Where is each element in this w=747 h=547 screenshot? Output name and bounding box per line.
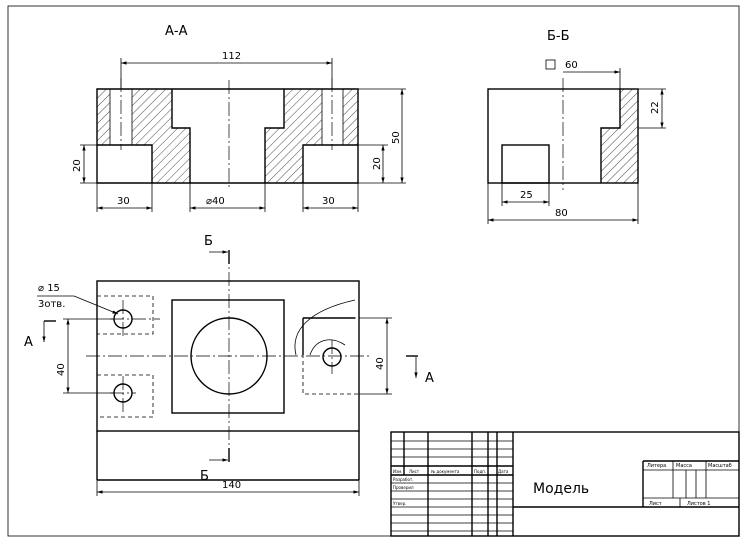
- dim-bb-height: 22: [650, 101, 661, 114]
- dim-bb-slot: 25: [520, 190, 533, 201]
- tb-litera: Литера: [647, 463, 666, 469]
- section-aa-view: А-А 112 50 20 20: [72, 24, 406, 212]
- dim-aa-height: 50: [391, 131, 402, 144]
- cut-mark-b-bottom: Б: [200, 469, 209, 484]
- square-symbol-icon: [545, 59, 556, 70]
- tb-title-name: Модель: [533, 481, 589, 497]
- section-aa-hatch-right: [265, 89, 358, 183]
- section-aa-hatch-left: [97, 89, 190, 183]
- dim-aa-left-width: 30: [117, 196, 130, 207]
- tb-col-izm: Изм.: [393, 469, 402, 474]
- title-block: Изм. Лист № документа Подп. Дата Разрабо…: [390, 431, 740, 537]
- tb-role-checked: Проверил: [393, 485, 414, 490]
- dim-bb-width: 80: [555, 208, 568, 219]
- plan-hole-count: 3отв.: [38, 299, 65, 310]
- tb-col-date: Дата: [498, 469, 509, 474]
- tb-scale: Масштаб: [708, 463, 732, 469]
- dim-aa-width: 112: [222, 51, 241, 62]
- cut-mark-a-left: А: [24, 335, 33, 350]
- dim-bb-square: 60: [565, 60, 578, 71]
- section-bb-label: Б-Б: [547, 29, 570, 44]
- section-bb-view: Б-Б 60 22 25 80: [487, 29, 666, 224]
- dim-aa-right-width: 30: [322, 196, 335, 207]
- dim-plan-left-40: 40: [56, 363, 67, 376]
- plan-view: ⌀ 15 3отв. 40 40 140 Б Б А А: [24, 234, 434, 496]
- section-bb-slot: [501, 144, 550, 184]
- tb-mass: Масса: [676, 463, 692, 469]
- dim-plan-length: 140: [222, 480, 241, 491]
- tb-role-developed: Разработ.: [393, 477, 414, 482]
- section-aa-label: А-А: [165, 24, 188, 39]
- dim-plan-right-40: 40: [375, 357, 386, 370]
- tb-col-list: Лист: [409, 469, 420, 474]
- plan-hole-diameter: ⌀ 15: [38, 283, 60, 294]
- dim-aa-right-step: 20: [372, 157, 383, 170]
- section-bb-hatch: [601, 89, 638, 183]
- tb-col-sign: Подп.: [474, 469, 486, 474]
- tb-sheet: Лист: [649, 501, 662, 507]
- tb-role-approved: Утвер.: [393, 501, 406, 506]
- cut-mark-a-right: А: [425, 371, 434, 386]
- dim-aa-bore: ⌀40: [206, 196, 225, 207]
- plan-boss-square: [171, 299, 285, 414]
- tb-col-doc: № документа: [431, 469, 460, 474]
- sheet-frame: [7, 5, 740, 537]
- cut-mark-b-top: Б: [204, 234, 213, 249]
- section-aa-inner: [97, 89, 358, 183]
- tb-sheets: Листов 1: [687, 501, 710, 507]
- dim-aa-left-step: 20: [72, 159, 83, 172]
